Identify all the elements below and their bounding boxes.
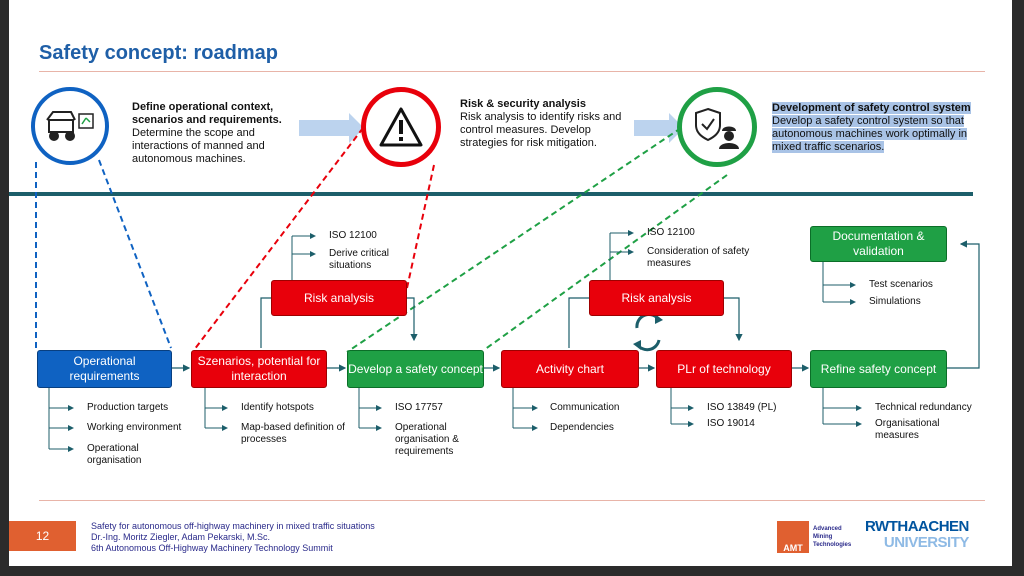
subitem-doc-2: Simulations [869,296,921,307]
subitem-szenarios-1: Identify hotspots [241,402,314,413]
subitem-op-req-3: Operational organisation [87,443,142,466]
warning-icon [379,107,423,147]
page-number: 12 [9,521,76,551]
footer-line-3: 6th Autonomous Off-Highway Machinery Tec… [91,543,333,553]
subitem-plr-2: ISO 19014 [707,418,755,429]
rwth-line-2: UNIVERSITY [883,534,970,551]
phase-2-description: Risk & security analysis Risk analysis t… [460,98,640,150]
amt-line-2: Mining [813,534,833,540]
subitem-op-req-2: Working environment [87,422,182,433]
rwth-line-1: RWTHAACHEN [865,518,969,535]
footer-text: Safety for autonomous off-highway machin… [91,521,375,554]
roadmap-connectors [9,113,980,452]
phase-1-circle [31,87,109,165]
subitem-szenarios-2: Map-based definition of processes [241,422,345,445]
subitem-develop-1: ISO 17757 [395,402,443,413]
refine-safety-concept-box: Refine safety concept [810,350,947,388]
phase-1-heading: Define operational context, scenarios an… [132,101,282,126]
phase-2-heading: Risk & security analysis [460,98,586,110]
operational-requirements-box: Operational requirements [37,350,172,388]
phase-3-text: Develop a safety control system so that … [772,115,968,153]
rwth-logo: RWTHAACHEN UNIVERSITY [865,519,969,551]
subitem-plr-1: ISO 13849 (PL) [707,402,777,413]
footer-line-2: Dr.-Ing. Moritz Ziegler, Adam Pekarski, … [91,532,271,542]
slide: Safety concept: roadmap [9,0,1012,566]
footer-line-1: Safety for autonomous off-highway machin… [91,521,375,531]
amt-line-1: Advanced [813,526,842,532]
phase-3-description: Development of safety control system Dev… [772,102,987,154]
section-separator [9,192,973,196]
risk-analysis-box-2: Risk analysis [589,280,724,316]
amt-line-3: Technologies [813,542,852,548]
activity-chart-box: Activity chart [501,350,639,388]
risk-analysis-box-1: Risk analysis [271,280,407,316]
subitem-develop-2: Operational organisation & requirements [395,422,459,457]
subitem-risk1-1: ISO 12100 [329,230,377,241]
subitem-activity-1: Communication [550,402,620,413]
subitem-doc-1: Test scenarios [869,279,933,290]
amt-logo-text: Advanced Mining Technologies [813,525,851,549]
subitem-activity-2: Dependencies [550,422,614,433]
plr-technology-box: PLr of technology [656,350,792,388]
phase-1-text: Determine the scope and interactions of … [132,127,265,165]
subitem-refine-1: Technical redundancy [875,402,972,413]
mining-truck-icon [46,111,94,141]
szenarios-box: Szenarios, potential for interaction [191,350,327,388]
phase-arrow-1 [299,113,364,143]
develop-safety-concept-box: Develop a safety concept [347,350,484,388]
subitem-risk1-2: Derive critical situations [329,248,390,271]
cycle-icon [633,313,663,352]
documentation-validation-box: Documentation & validation [810,226,947,262]
footer-divider [39,500,985,501]
phase-3-heading: Development of safety control system [772,102,971,114]
phase-2-text: Risk analysis to identify risks and cont… [460,111,622,149]
subitem-refine-2: Organisational measures [875,418,940,441]
phase-3-circle [677,87,757,167]
amt-logo: AMT [777,521,809,553]
title-divider [39,71,985,72]
slide-title: Safety concept: roadmap [39,42,278,64]
subitem-risk2-1: ISO 12100 [647,227,695,238]
phase-2-circle [361,87,441,167]
subitem-risk2-2: Consideration of safety measures [647,246,750,269]
subitem-op-req-1: Production targets [87,402,169,413]
shield-worker-icon [695,107,739,149]
phase-1-description: Define operational context, scenarios an… [132,101,310,166]
